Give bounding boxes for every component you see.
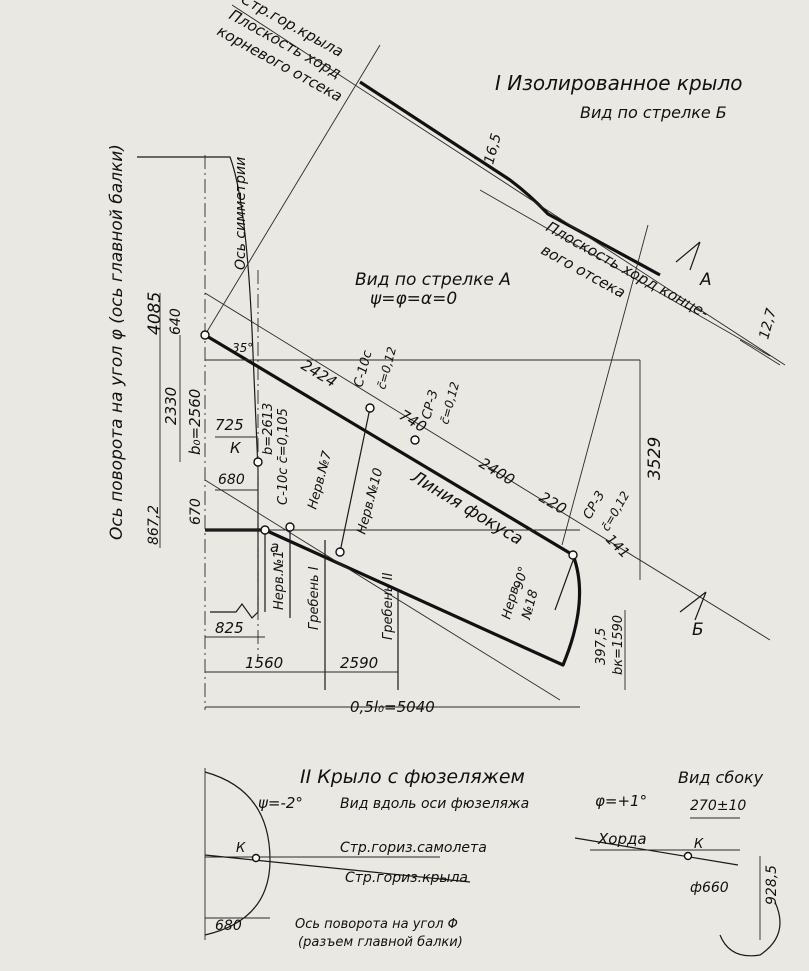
dim-270: 270±10 <box>690 798 746 814</box>
dim-670: 670 <box>188 498 204 525</box>
dim-3529: 3529 <box>645 437 665 480</box>
label-profile-1: С-10с c̄=0,105 <box>276 408 291 505</box>
view-b-ref-line <box>231 4 786 366</box>
rib-10 <box>339 407 371 553</box>
dim-141: 141 <box>602 532 632 562</box>
wing-horiz-line <box>204 854 471 883</box>
section-1-title: I Изолированное крыло <box>495 71 742 95</box>
root-plane-line <box>204 44 381 336</box>
dim-660: ф660 <box>690 880 729 896</box>
side-arc <box>719 901 781 957</box>
dim-2330: 2330 <box>162 387 180 425</box>
label-str-gor-samoleta: Стр.гориз.самолета <box>340 840 487 856</box>
arrow-b-head <box>679 591 707 621</box>
body-contour <box>137 156 259 612</box>
profile-cp3-node <box>410 435 420 445</box>
tip-plane-line <box>561 224 649 546</box>
tip-node <box>568 550 578 560</box>
label-arrow-a: А <box>699 270 712 290</box>
angles-label: ψ=φ=α=0 <box>370 289 457 309</box>
wing-outline <box>204 333 582 667</box>
angle-35: 35° <box>232 341 253 355</box>
view-b-title: Вид по стрелке Б <box>580 103 727 122</box>
dim-680b: 680 <box>215 918 242 934</box>
dim-2590: 2590 <box>340 654 378 672</box>
label-arrow-b: Б <box>692 620 704 640</box>
dim-680: 680 <box>218 472 245 488</box>
side-point-k <box>683 851 693 861</box>
label-rib-18b: №18 <box>519 588 542 622</box>
rib-18 <box>554 554 576 611</box>
dim-867: 867,2 <box>146 505 162 545</box>
fuselage-point-k <box>251 853 261 863</box>
rib7-node <box>285 522 295 532</box>
label-fin-2: Гребень II <box>381 572 396 640</box>
label-rib-7: Нерв.№7 <box>305 449 335 511</box>
dim-half-span: 0,5l₀=5040 <box>350 698 435 716</box>
side-view-title: Вид сбоку <box>678 768 764 787</box>
dim-2400: 2400 <box>476 454 518 489</box>
label-horda: Хорда <box>597 830 647 848</box>
view-b-upper-surface <box>359 80 661 277</box>
dim-2424: 2424 <box>298 356 340 391</box>
label-rotation-axis: Ось поворота на угол φ (ось главной балк… <box>107 144 127 540</box>
root-node <box>200 330 210 340</box>
label-profile-3c: c̄=0,12 <box>437 380 462 426</box>
dim-4085: 4085 <box>145 292 165 335</box>
fuselage-view-title: Вид вдоль оси фюзеляжа <box>340 796 529 812</box>
label-str-gor-kryla-2: Стр.гориз.крыла <box>345 870 468 886</box>
rib1-node <box>260 525 270 535</box>
angle-90: 90° <box>511 565 531 591</box>
label-k-2: К <box>236 841 246 856</box>
view-b-tip-plane <box>479 189 771 357</box>
point-k <box>253 457 263 467</box>
dim-725: 725 <box>215 416 244 434</box>
dim-825: 825 <box>215 619 244 637</box>
profile-c10c-node <box>365 403 375 413</box>
label-k: К <box>230 439 242 457</box>
label-rib-1: Нерв.№1 <box>272 550 287 610</box>
psi-minus-2: ψ=-2° <box>258 794 303 812</box>
dim-12-7: 12,7 <box>756 307 780 341</box>
dim-1560: 1560 <box>245 654 283 672</box>
label-profile-1b: b=2613 <box>261 403 276 455</box>
body-contour-break <box>210 602 259 619</box>
view-a-title: Вид по стрелке А <box>355 270 511 290</box>
label-profile-2: С-10с <box>351 349 375 389</box>
dim-397: 397,5 <box>594 628 609 665</box>
tip-tick <box>739 339 781 366</box>
label-a: а <box>270 538 279 556</box>
dim-bk: bк=1590 <box>611 615 626 675</box>
label-k-3: К <box>694 837 704 852</box>
label-profile-2c: c̄=0,12 <box>374 345 399 391</box>
label-fin-1: Гребень I <box>307 566 322 630</box>
section-2-title: II Крыло с фюзеляжем <box>300 766 525 788</box>
focus-line <box>204 479 561 701</box>
label-axis-rot-2b: (разъем главной балки) <box>298 935 463 950</box>
dim-928: 928,5 <box>764 865 780 905</box>
side-chord-line <box>574 837 739 866</box>
dim-b0: b₀=2560 <box>186 389 204 455</box>
dim-640: 640 <box>168 308 184 335</box>
arrow-a-head <box>675 241 701 271</box>
label-axis-rot-2a: Ось поворота на угол Φ <box>295 917 458 932</box>
phi-plus-1: φ=+1° <box>595 792 647 810</box>
label-rib-10: Нерв.№10 <box>354 467 386 536</box>
fuselage-half-circle <box>204 771 271 936</box>
label-symmetry-axis: Ось симметрии <box>233 157 249 270</box>
rib10-node <box>335 547 345 557</box>
upper-dim-line <box>204 292 771 641</box>
label-profile-3: СР-3 <box>419 388 441 421</box>
dim-16-5: 16,5 <box>481 132 505 166</box>
